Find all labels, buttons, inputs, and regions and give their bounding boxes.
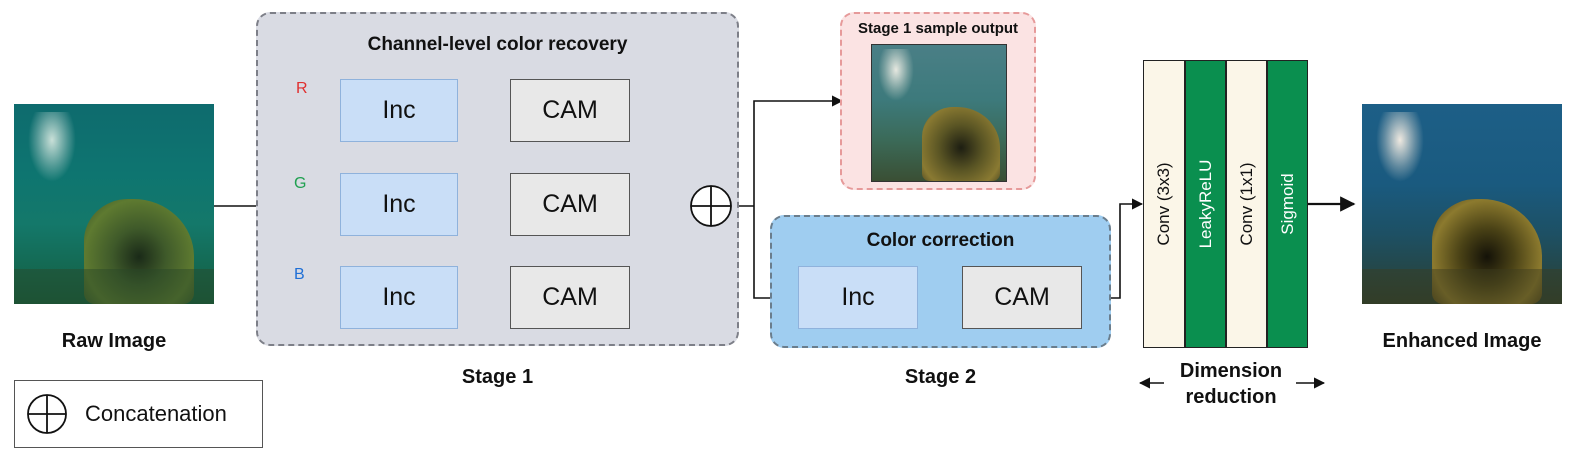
- stage2-cam-block: CAM: [962, 266, 1082, 329]
- channel-label-r: R: [296, 80, 308, 97]
- stage1-title: Channel-level color recovery: [367, 34, 628, 55]
- legend-box: Concatenation: [14, 380, 263, 448]
- inc-block-b: Inc: [340, 266, 458, 329]
- channel-label-b: B: [294, 266, 305, 283]
- cam-block-r: CAM: [510, 79, 630, 142]
- inc-block-r: Inc: [340, 79, 458, 142]
- layer-leakyrelu-label: LeakyReLU: [1195, 159, 1215, 249]
- layer-conv1x1-label: Conv (1x1): [1236, 162, 1256, 246]
- layer-conv3x3-label: Conv (3x3): [1154, 162, 1173, 246]
- layer-leakyrelu: LeakyReLU: [1185, 60, 1226, 348]
- layer-conv1x1: Conv (1x1): [1226, 60, 1267, 348]
- layer-conv3x3: Conv (3x3): [1143, 60, 1185, 348]
- raw-image-label: Raw Image: [61, 330, 167, 352]
- dimension-reduction-caption-line2: reduction: [1185, 386, 1277, 408]
- stage1-caption: Stage 1: [461, 366, 534, 388]
- layer-sigmoid: Sigmoid: [1267, 60, 1308, 348]
- channel-label-g: G: [294, 175, 307, 192]
- legend-label: Concatenation: [85, 401, 227, 426]
- enhanced-image: [1362, 104, 1562, 304]
- enhanced-image-label: Enhanced Image: [1382, 330, 1542, 352]
- raw-image: [14, 104, 214, 304]
- stage1-panel: [256, 12, 739, 346]
- sample-output-label: Stage 1 sample output: [857, 20, 1019, 37]
- layer-sigmoid-label: Sigmoid: [1277, 173, 1297, 235]
- dimension-reduction-caption-line1: Dimension: [1179, 360, 1283, 382]
- stage2-title: Color correction: [866, 230, 1015, 251]
- to-sample-arrow: [753, 95, 844, 206]
- inc-block-g: Inc: [340, 173, 458, 236]
- stage2-caption: Stage 2: [904, 366, 977, 388]
- stage2-inc-block: Inc: [798, 266, 918, 329]
- cam-block-g: CAM: [510, 173, 630, 236]
- cam-block-b: CAM: [510, 266, 630, 329]
- circled-plus-icon: [27, 394, 67, 434]
- sample-output-image: [871, 44, 1007, 182]
